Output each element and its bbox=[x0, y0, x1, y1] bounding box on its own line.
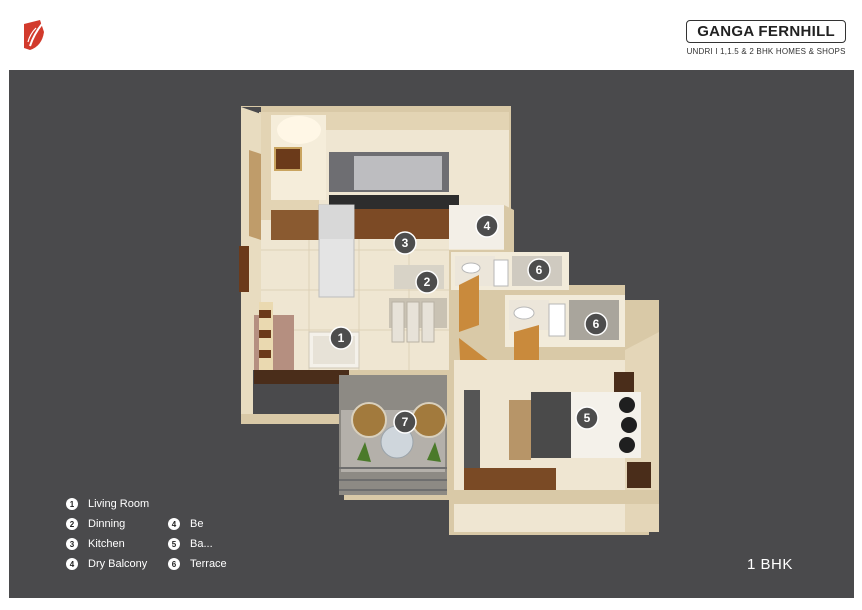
legend-item: 5 Ba... bbox=[168, 538, 213, 550]
legend-item: 4 Dry Balcony bbox=[66, 558, 147, 570]
room-marker-terrace: 7 bbox=[402, 415, 409, 429]
unit-type-label: 1 BHK bbox=[747, 556, 793, 573]
legend-label: Kitchen bbox=[88, 538, 125, 550]
room-marker-dining: 2 bbox=[424, 275, 431, 289]
brand-block: GANGA FERNHILL UNDRI I 1,1.5 & 2 BHK HOM… bbox=[686, 20, 846, 56]
brand-logo-icon bbox=[24, 20, 44, 50]
room-marker-bedroom: 5 bbox=[584, 411, 591, 425]
legend-number: 3 bbox=[66, 538, 78, 550]
room-marker-toilet-1: 6 bbox=[536, 263, 543, 277]
legend-item: 2 Dinning bbox=[66, 518, 125, 530]
legend-number: 1 bbox=[66, 498, 78, 510]
room-marker-dry-balcony: 4 bbox=[484, 219, 491, 233]
legend-number: 4 bbox=[66, 558, 78, 570]
room-marker-living: 1 bbox=[338, 331, 345, 345]
legend-number: 4 bbox=[168, 518, 180, 530]
room-markers: 1 2 3 4 5 6 6 7 bbox=[329, 214, 608, 434]
legend-item: 1 Living Room bbox=[66, 498, 149, 510]
legend-label: Living Room bbox=[88, 498, 150, 510]
room-marker-kitchen: 3 bbox=[402, 236, 409, 250]
brand-subtitle: UNDRI I 1,1.5 & 2 BHK HOMES & SHOPS bbox=[686, 47, 846, 56]
legend-label: Ba... bbox=[190, 538, 213, 550]
legend-label: Dry Balcony bbox=[88, 558, 148, 570]
legend-item: 3 Kitchen bbox=[66, 538, 125, 550]
room-marker-toilet-2: 6 bbox=[593, 317, 600, 331]
legend-number: 5 bbox=[168, 538, 180, 550]
legend-label: Dinning bbox=[88, 518, 126, 530]
legend-item: 6 Terrace bbox=[168, 558, 227, 570]
floor-plan-panel: 1 2 3 4 5 6 6 7 bbox=[9, 70, 854, 598]
legend-item: 4 Be bbox=[168, 518, 203, 530]
floor-plan-illustration: 1 2 3 4 5 6 6 7 bbox=[239, 106, 659, 535]
brand-name: GANGA FERNHILL bbox=[686, 20, 846, 43]
legend-label: Be bbox=[190, 518, 204, 530]
legend-number: 6 bbox=[168, 558, 180, 570]
legend-label: Terrace bbox=[190, 558, 227, 570]
legend-number: 2 bbox=[66, 518, 78, 530]
